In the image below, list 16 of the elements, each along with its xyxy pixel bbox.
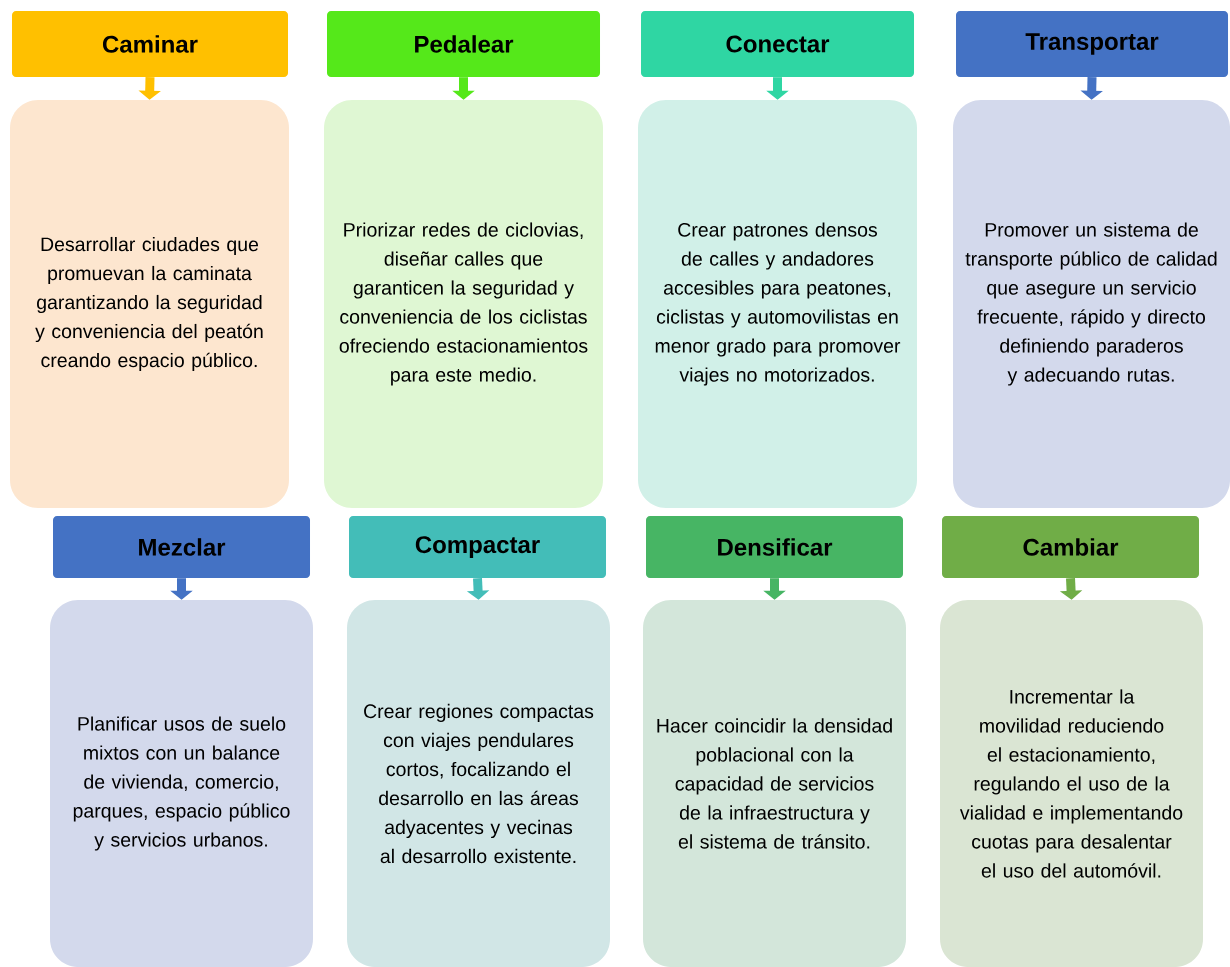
description-box: Priorizar redes de ciclovias, diseñar calles que garanticen la seguridad y conveniencia de los ciclistas ofreciendo estacionamientos para este medio. (324, 100, 603, 508)
description-box: Promover un sistema de transporte público de calidad que asegure un servicio frecuente, rápido y directo definiendo paraderos y adecuando rutas. (953, 100, 1230, 508)
heading-box: Cambiar (942, 516, 1199, 578)
description-box: Desarrollar ciudades que promuevan la caminata garantizando la seguridad y conveniencia del peatón creando espacio público. (10, 100, 289, 508)
heading-box: Caminar (12, 11, 288, 77)
heading-box: Pedalear (327, 11, 600, 77)
heading-box: Compactar (349, 516, 606, 578)
heading-box: Mezclar (53, 516, 310, 578)
description-box: Planificar usos de suelo mixtos con un balance de vivienda, comercio, parques, espacio público y servicios urbanos. (50, 600, 313, 967)
heading-box: Transportar (956, 11, 1228, 77)
heading-box: Conectar (641, 11, 914, 77)
description-box: Crear regiones compactas con viajes pendulares cortos, focalizando el desarrollo en las áreas adyacentes y vecinas al desarrollo existente. (347, 600, 610, 967)
heading-box: Densificar (646, 516, 903, 578)
description-box: Crear patrones densos de calles y andadores accesibles para peatones, ciclistas y automovilistas en menor grado para promover viajes no motorizados. (638, 100, 917, 508)
description-box: Incrementar la movilidad reduciendo el estacionamiento, regulando el uso de la vialidad e implementando cuotas para desalentar el uso del automóvil. (940, 600, 1203, 967)
description-box: Hacer coincidir la densidad poblacional con la capacidad de servicios de la infraestructura y el sistema de tránsito. (643, 600, 906, 967)
